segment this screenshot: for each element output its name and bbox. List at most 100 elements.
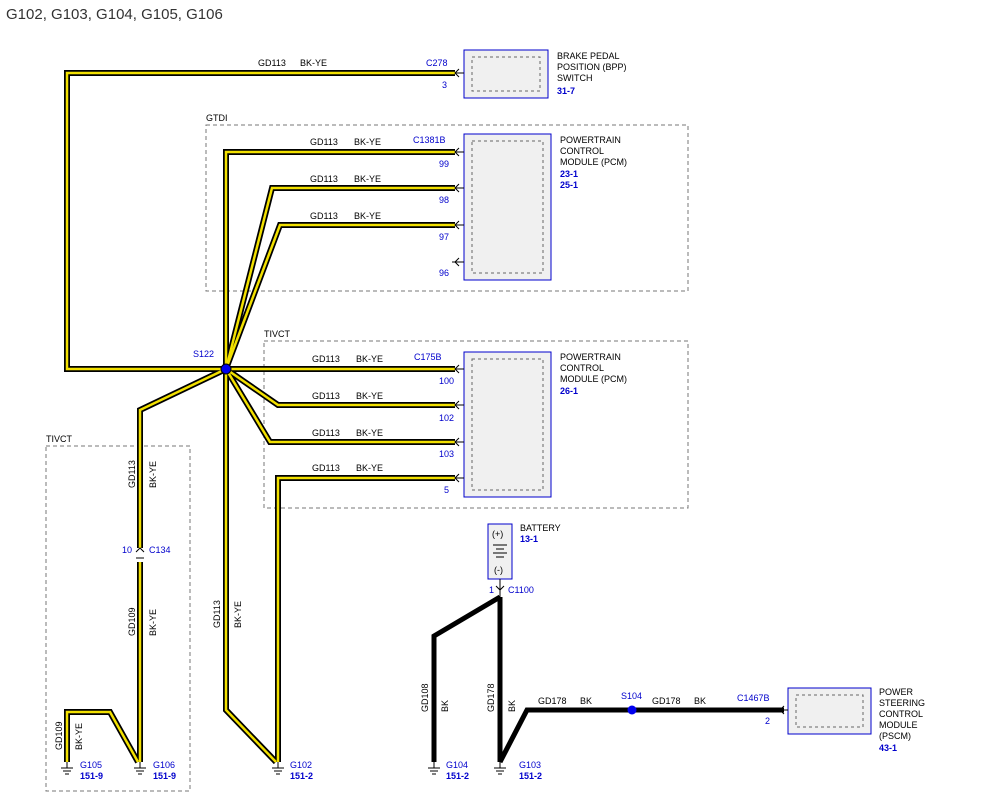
tivct-left-region: [45, 445, 191, 792]
pscm-name-line: STEERING: [879, 698, 925, 708]
pscm-inner: [795, 694, 864, 728]
ground-g102: G102 151-2: [272, 760, 313, 781]
battery-minus: (-): [494, 565, 503, 575]
bpp-pin: 3: [442, 80, 447, 90]
tivct-pin: 102: [439, 413, 454, 423]
wire-label-bkye: BK-YE: [356, 463, 383, 473]
tivct-name-line: MODULE (PCM): [560, 374, 627, 384]
tivct-name-line: POWERTRAIN: [560, 352, 621, 362]
battery-plus: (+): [492, 529, 503, 539]
ground-g105: G105 151-9: [61, 760, 103, 781]
bpp-name-line: POSITION (BPP): [557, 62, 627, 72]
gtdi-ref: 23-1: [560, 169, 578, 179]
brake-pedal-switch: C278 3 BRAKE PEDAL POSITION (BPP) SWITCH…: [426, 49, 627, 99]
wire-label-gd113: GD113: [310, 174, 338, 184]
pin-arrow-icon: [495, 585, 505, 591]
wire-label-gd178: GD178: [538, 696, 567, 706]
wire-label-gd113: GD113: [258, 58, 286, 68]
pin-arrow-icon: [779, 705, 785, 715]
c134-connector: 10 C134: [122, 545, 171, 559]
tivct-pin: 103: [439, 449, 454, 459]
wire-labels: GD113 BK-YE GD113 BK-YE GD113 BK-YE GD11…: [54, 58, 706, 750]
wire-label-gd113: GD113: [312, 463, 340, 473]
ground-name: G106: [153, 760, 175, 770]
c134-pin: 10: [122, 545, 132, 555]
wire-label-bk: BK: [507, 700, 517, 712]
pin-arrow-icon: [454, 68, 460, 78]
gtdi-name-line: CONTROL: [560, 146, 604, 156]
tivct-name-line: CONTROL: [560, 363, 604, 373]
wire-label-bkye: BK-YE: [148, 609, 158, 636]
ground-g103: G103 151-2: [494, 760, 542, 781]
wire-label-bk: BK: [694, 696, 706, 706]
gtdi-connector: C1381B: [413, 135, 446, 145]
wire-label-bkye: BK-YE: [356, 354, 383, 364]
tivct-pcm: C175B 100 102 103 5 POWERTRAIN CONTROL M…: [414, 351, 627, 498]
ground-ref: 151-9: [153, 771, 176, 781]
wire-label-gd113: GD113: [310, 211, 338, 221]
wire-label-gd113: GD113: [312, 354, 340, 364]
bpp-name-line: BRAKE PEDAL: [557, 51, 620, 61]
ground-g104: G104 151-2: [428, 760, 469, 781]
pin-arrow-icon: [454, 473, 460, 483]
wire-label-gd113: GD113: [212, 600, 222, 628]
gtdi-pin: 99: [439, 159, 449, 169]
tivct-connector: C175B: [414, 352, 442, 362]
tivct-ref: 26-1: [560, 386, 578, 396]
ground-name: G105: [80, 760, 102, 770]
wire-label-bkye: BK-YE: [148, 461, 158, 488]
pin-arrow-icon: [454, 220, 460, 230]
gtdi-pcm-box: [463, 133, 552, 281]
pscm-name-line: POWER: [879, 687, 914, 697]
bpp-name-line: SWITCH: [557, 73, 593, 83]
wire-label-bkye: BK-YE: [356, 391, 383, 401]
wire-label-bkye: BK-YE: [356, 428, 383, 438]
wire-label-gd113: GD113: [312, 391, 340, 401]
gtdi-ref: 25-1: [560, 180, 578, 190]
gtdi-label: GTDI: [206, 113, 228, 123]
splice-s104-label: S104: [621, 691, 642, 701]
tivct-left-label: TIVCT: [46, 434, 73, 444]
gtdi-pcm: C1381B 99 98 97 96 POWERTRAIN CONTROL MO…: [413, 133, 627, 281]
splice-s104-dot: [627, 705, 637, 715]
ground-name: G104: [446, 760, 468, 770]
gtdi-region: [205, 124, 689, 292]
pin-arrow-icon: [454, 183, 460, 193]
pscm-name-line: (PSCM): [879, 731, 911, 741]
wire-label-bk: BK: [440, 700, 450, 712]
ground-ref: 151-2: [290, 771, 313, 781]
wire-label-gd109: GD109: [54, 721, 64, 750]
pscm-ref: 43-1: [879, 743, 897, 753]
ground-g106: G106 151-9: [134, 760, 176, 781]
wire-label-bkye: BK-YE: [354, 137, 381, 147]
pscm-box: [787, 687, 872, 735]
tivct-pin: 5: [444, 485, 449, 495]
splice-s122-dot: [220, 363, 232, 375]
ground-ref: 151-2: [446, 771, 469, 781]
bpp-connector: C278: [426, 58, 448, 68]
wire-label-gd108: GD108: [420, 683, 430, 712]
gtdi-pin: 97: [439, 232, 449, 242]
wire-label-gd178: GD178: [486, 683, 496, 712]
tivct-pcm-inner: [471, 358, 544, 491]
ground-name: G103: [519, 760, 541, 770]
gtdi-name-line: MODULE (PCM): [560, 157, 627, 167]
pin-arrow-icon: [454, 400, 460, 410]
wire-label-gd178: GD178: [652, 696, 681, 706]
gtdi-pin: 98: [439, 195, 449, 205]
pin-arrow-icon: [454, 257, 460, 267]
tivct-pin: 100: [439, 376, 454, 386]
wire-label-bkye: BK-YE: [233, 601, 243, 628]
pscm-name-line: MODULE: [879, 720, 918, 730]
wire-label-gd109: GD109: [127, 607, 137, 636]
pin-arrow-icon: [454, 437, 460, 447]
pin-arrow-icon: [454, 364, 460, 374]
tivct-pcm-region: [263, 340, 689, 509]
bpp-switch-inner: [471, 56, 541, 92]
bk-ye-wires: [64, 70, 455, 765]
bk-wires: [431, 594, 784, 764]
wire-label-gd113: GD113: [310, 137, 338, 147]
wire-label-gd113: GD113: [312, 428, 340, 438]
pscm: C1467B 2 POWER STEERING CONTROL MODULE (…: [737, 687, 925, 753]
